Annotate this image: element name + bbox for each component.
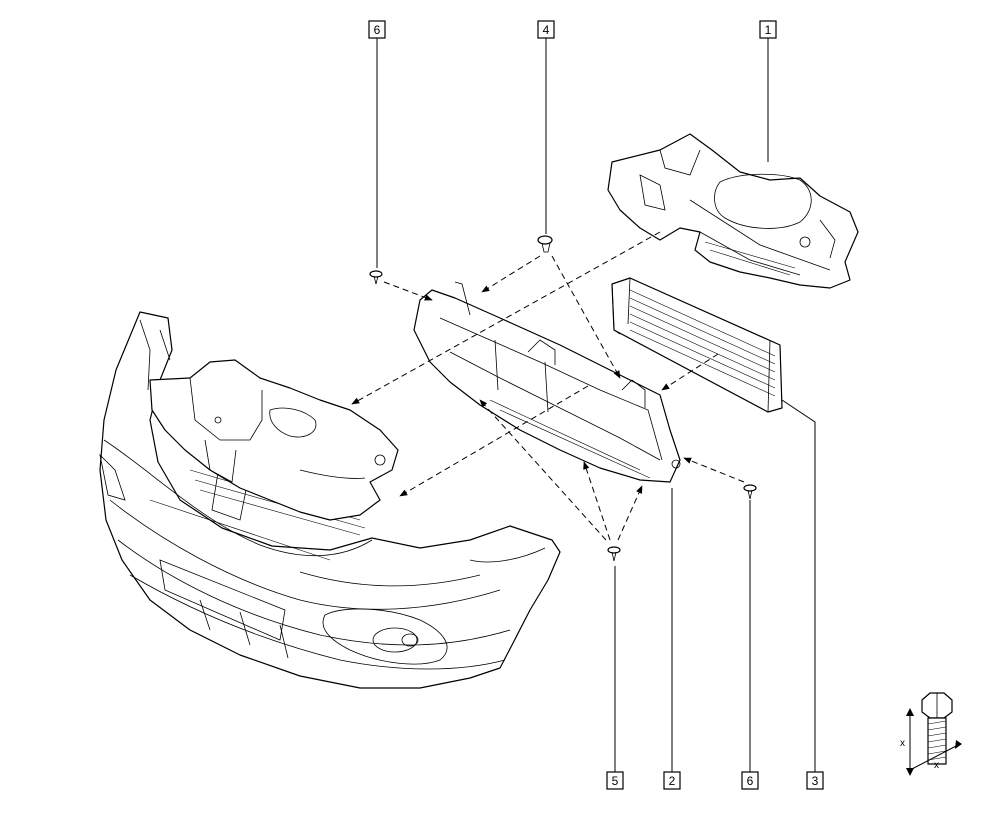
callout-5: 5	[606, 771, 624, 790]
upper-panel	[149, 359, 399, 521]
part-3-cooler	[611, 277, 783, 413]
part-1-air-duct	[607, 133, 859, 289]
assembly-lines	[351, 231, 745, 541]
svg-text:3: 3	[812, 774, 819, 788]
fastener-4-clip	[537, 235, 553, 253]
leader-lines	[376, 38, 816, 772]
callout-4: 4	[537, 20, 555, 39]
bolt-thread-symbol: x x	[900, 692, 962, 776]
callout-6-bottom: 6	[741, 771, 759, 790]
part-2-grille-frame	[413, 281, 681, 483]
callout-3: 3	[806, 771, 824, 790]
svg-text:6: 6	[747, 774, 754, 788]
svg-text:4: 4	[543, 23, 550, 37]
fastener-6-right	[743, 484, 757, 500]
callout-1: 1	[759, 20, 777, 39]
svg-text:1: 1	[765, 23, 772, 37]
svg-text:6: 6	[374, 23, 381, 37]
callout-2: 2	[663, 771, 681, 790]
fastener-5-bottom	[607, 546, 621, 562]
callout-6-top: 6	[368, 20, 386, 39]
svg-text:5: 5	[612, 774, 619, 788]
fastener-6-top-left	[369, 270, 383, 285]
thread-dim-x-bottom: x	[934, 760, 939, 771]
svg-text:2: 2	[669, 774, 676, 788]
front-bumper	[99, 311, 561, 689]
thread-dim-x-left: x	[900, 738, 905, 749]
